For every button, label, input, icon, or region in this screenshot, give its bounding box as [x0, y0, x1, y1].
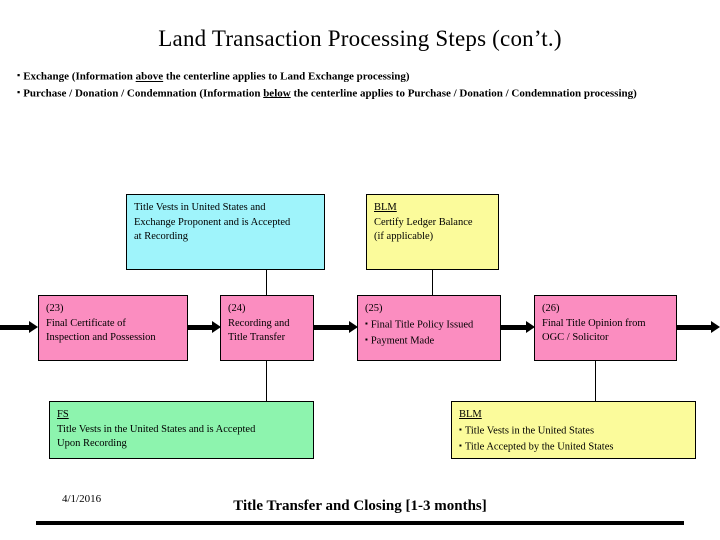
arrow-out-of-step26: [676, 321, 720, 333]
footer-divider: [36, 521, 684, 525]
box-step-25[interactable]: (25) ▪Final Title Policy Issued ▪Payment…: [357, 295, 501, 361]
phase-label: Title Transfer and Closing [1-3 months]: [233, 498, 487, 514]
bullet-marker-icon: ▪: [459, 424, 462, 434]
box-line: Final Certificate of: [46, 317, 126, 329]
step-number: (25): [365, 303, 383, 314]
legend-notes: ▪Exchange (Information above the centerl…: [17, 68, 720, 101]
box-line: OGC / Solicitor: [542, 332, 609, 343]
legend-note-purchase-underlined: below: [263, 87, 291, 99]
box-heading: BLM: [374, 202, 397, 213]
box-step-23[interactable]: (23) Final Certificate of Inspection and…: [38, 295, 188, 361]
arrow-step23-to-step24: [188, 321, 221, 333]
page-title: Land Transaction Processing Steps (con’t…: [158, 26, 562, 51]
legend-note-exchange-post: the centerline applies to Land Exchange …: [163, 70, 410, 83]
connector-step24-to-green: [266, 360, 267, 401]
box-step-24[interactable]: (24) Recording and Title Transfer: [220, 295, 314, 361]
bullet-marker-icon: ▪: [459, 440, 462, 450]
arrow-step24-to-step25: [313, 321, 358, 333]
legend-note-purchase-pre: Purchase / Donation / Condemnation (Info…: [23, 87, 264, 99]
step-number: (26): [542, 303, 560, 314]
box-line: Title Vests in the United States and is …: [57, 423, 256, 435]
box-bullet-text: Payment Made: [370, 335, 435, 346]
bullet-marker-icon: ▪: [17, 86, 21, 97]
box-bullet: ▪Payment Made: [365, 333, 493, 349]
box-line: (if applicable): [374, 231, 434, 242]
box-line: Recording and: [228, 317, 290, 329]
connector-step26-to-blmbottom: [595, 360, 596, 401]
bullet-marker-icon: ▪: [17, 70, 21, 80]
box-bullet-text: Final Title Policy Issued: [370, 319, 474, 330]
box-bullet: ▪Title Vests in the United States: [459, 423, 688, 439]
box-title-vests-exchange[interactable]: Title Vests in United States and Exchang…: [126, 194, 325, 270]
box-line: Exchange Proponent and is Accepted: [134, 216, 291, 228]
box-line: Upon Recording: [57, 438, 127, 449]
box-blm-title-vests[interactable]: BLM ▪Title Vests in the United States ▪T…: [451, 401, 696, 459]
bullet-marker-icon: ▪: [365, 318, 368, 328]
legend-note-exchange-pre: Exchange (Information: [23, 70, 136, 83]
box-line: Title Vests in United States and: [134, 202, 266, 213]
box-line: Certify Ledger Balance: [374, 216, 473, 228]
box-heading: FS: [57, 409, 69, 420]
box-line: Title Transfer: [228, 332, 286, 343]
box-line: at Recording: [134, 231, 188, 242]
box-bullet-text: Title Accepted by the United States: [464, 441, 614, 452]
box-blm-certify-ledger[interactable]: BLM Certify Ledger Balance (if applicabl…: [366, 194, 499, 270]
box-fs-title-vests[interactable]: FS Title Vests in the United States and …: [49, 401, 314, 459]
legend-note-exchange: ▪Exchange (Information above the centerl…: [17, 68, 720, 85]
box-bullet: ▪Title Accepted by the United States: [459, 439, 688, 455]
box-heading: BLM: [459, 409, 482, 420]
step-number: (23): [46, 303, 64, 314]
box-line: Final Title Opinion from: [542, 317, 646, 329]
connector-cyan-to-step24: [266, 270, 267, 296]
box-line: Inspection and Possession: [46, 332, 156, 343]
step-number: (24): [228, 303, 246, 314]
legend-note-purchase: ▪Purchase / Donation / Condemnation (Inf…: [17, 85, 720, 102]
connector-blmcertify-to-step25: [432, 270, 433, 296]
arrow-step25-to-step26: [500, 321, 535, 333]
legend-note-exchange-underlined: above: [135, 70, 164, 83]
slide-date: 4/1/2016: [62, 493, 102, 505]
box-step-26[interactable]: (26) Final Title Opinion from OGC / Soli…: [534, 295, 677, 361]
legend-note-purchase-post: the centerline applies to Purchase / Don…: [290, 87, 637, 99]
box-bullet: ▪Final Title Policy Issued: [365, 317, 493, 333]
arrow-into-step23: [0, 321, 38, 333]
box-bullet-text: Title Vests in the United States: [464, 425, 595, 436]
bullet-marker-icon: ▪: [365, 334, 368, 344]
